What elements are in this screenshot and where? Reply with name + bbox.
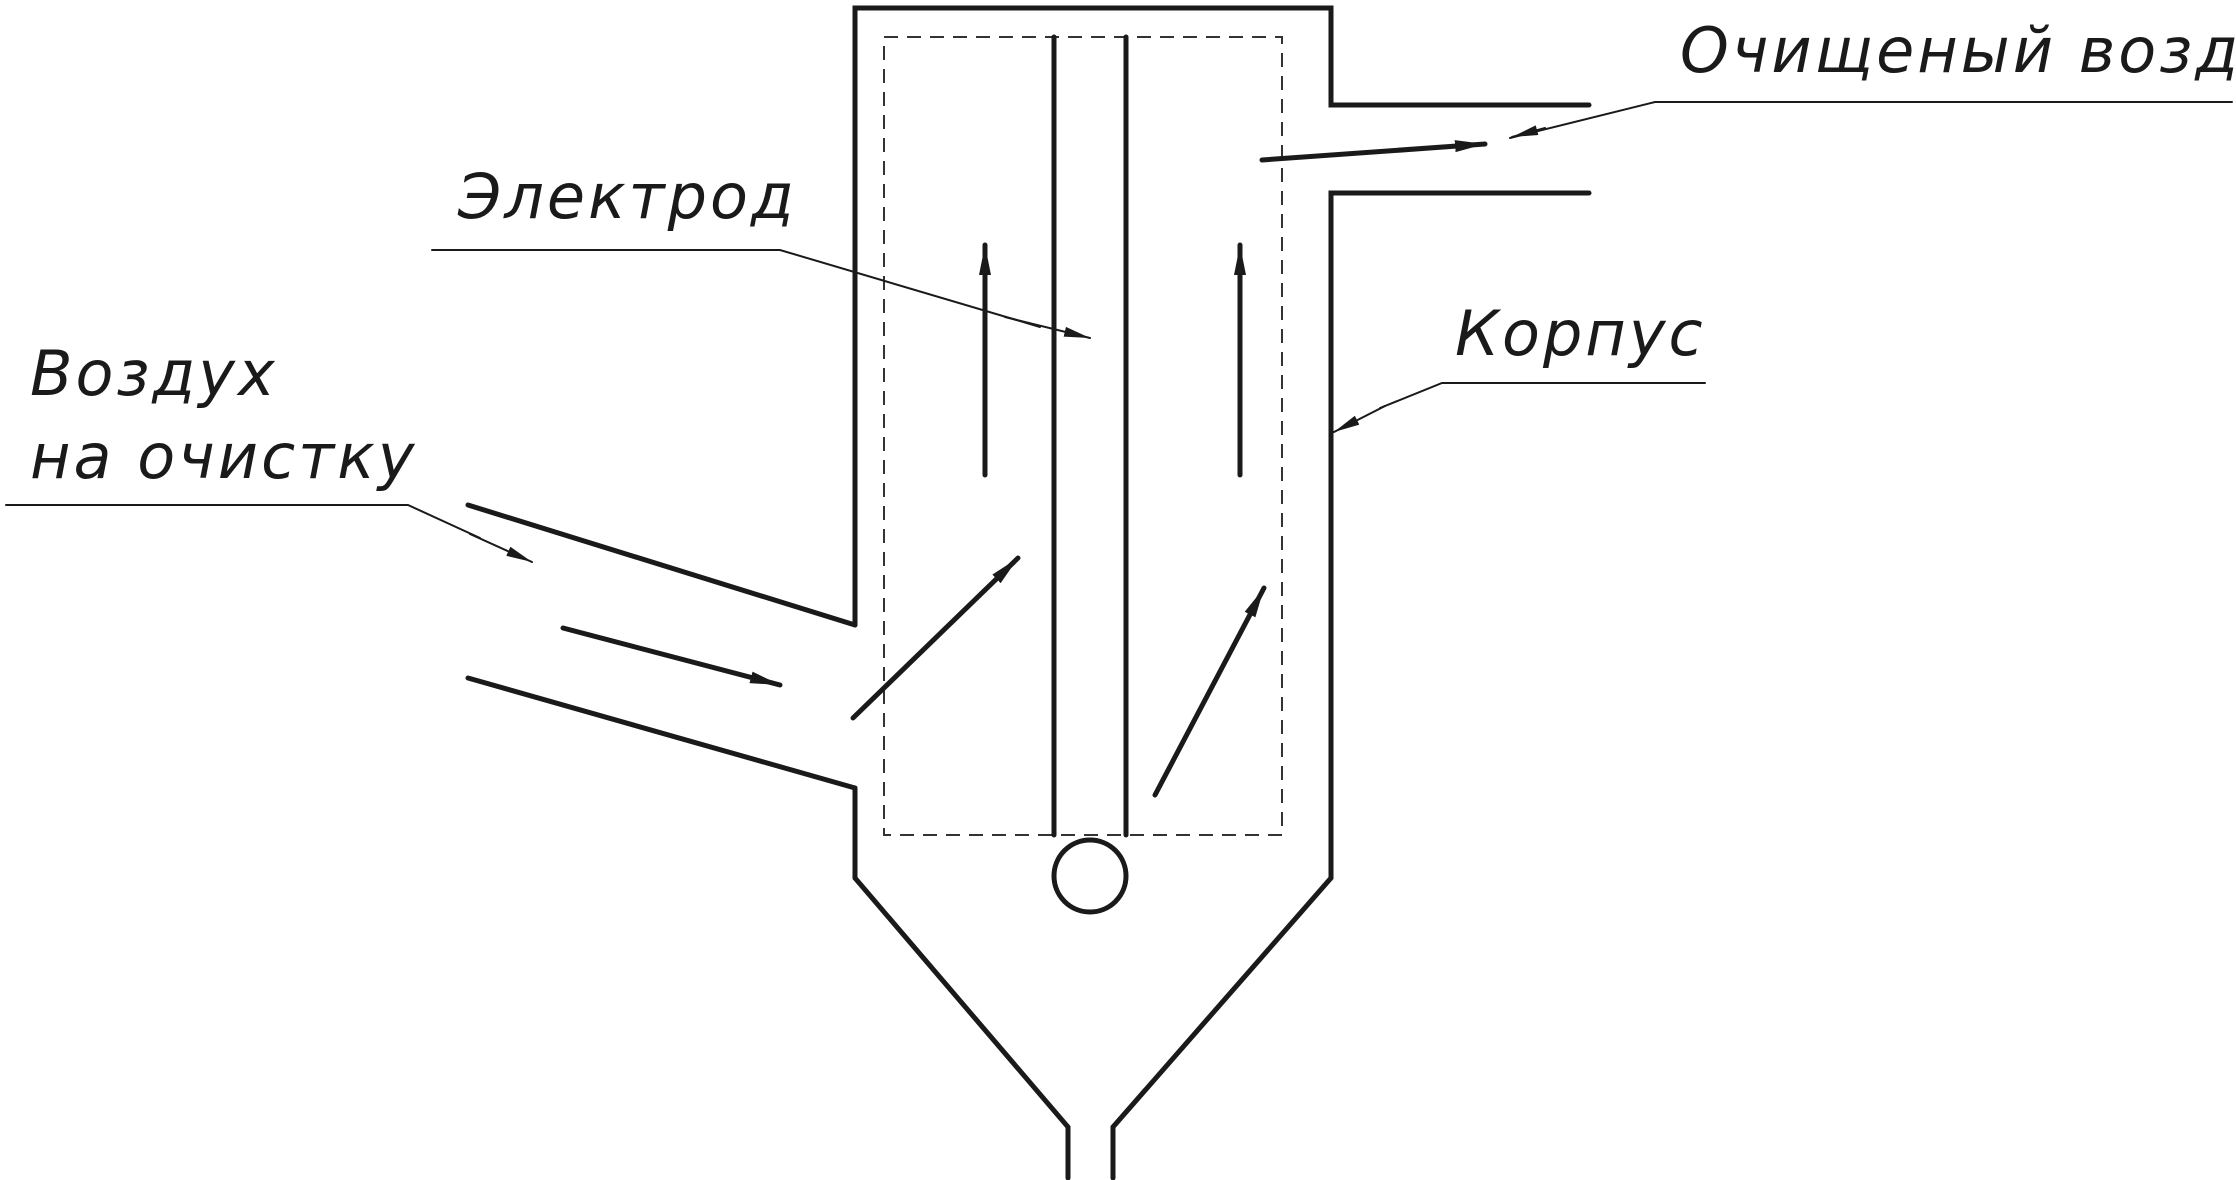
dashed-chamber-outline xyxy=(883,36,1283,836)
housing-label: Корпус xyxy=(1455,297,1706,370)
clean-air-leader-line xyxy=(1509,101,2233,139)
labels: Очищеный воздух Электрод Корпус Воздух н… xyxy=(30,14,2236,493)
inlet-duct-upper-wall xyxy=(465,502,858,628)
leader-lines xyxy=(5,101,2233,563)
inlet-air-leader-line xyxy=(5,504,481,539)
inlet-air-label-line1: Воздух xyxy=(30,337,278,410)
electrode-label: Электрод xyxy=(457,160,797,233)
housing-leader-line xyxy=(1379,382,1706,409)
outlet-lower-wall xyxy=(1328,190,1592,881)
inlet-air-label-line2: на очистку xyxy=(30,420,417,493)
hopper-right-wall xyxy=(1110,875,1334,1180)
electrode-leader-line xyxy=(431,249,1041,328)
inlet-air-leader-pointer xyxy=(469,533,533,563)
housing-body xyxy=(465,5,1592,1180)
diagonal-flow-arrow-left xyxy=(850,555,1021,721)
housing-left-wall-upper xyxy=(852,5,1592,628)
hopper-left-wall xyxy=(852,875,1071,1180)
airflow-arrows xyxy=(560,140,1488,798)
outlet-flow-arrow xyxy=(1259,140,1488,163)
electrode-weight-circle xyxy=(1051,837,1129,915)
inlet-flow-arrow xyxy=(560,625,783,688)
clean-air-leader-pointer xyxy=(1511,125,1546,138)
diagonal-flow-arrow-right xyxy=(1152,585,1267,798)
electrode-leader-pointer xyxy=(1004,316,1091,339)
housing-leader-pointer xyxy=(1333,405,1386,433)
clean-air-label: Очищеный воздух xyxy=(1680,14,2236,87)
inlet-duct-lower-wall xyxy=(465,675,858,791)
electrode xyxy=(1051,34,1129,915)
